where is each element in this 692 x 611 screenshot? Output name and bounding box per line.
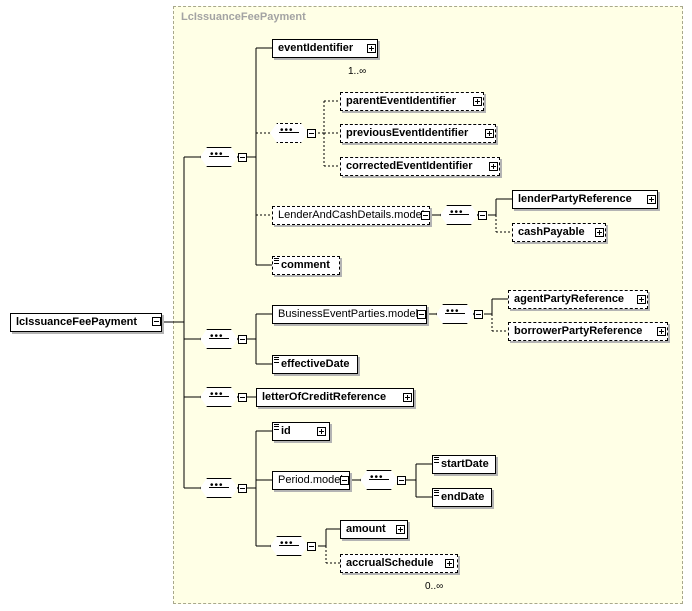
element-cashPayable[interactable]: cashPayable (512, 223, 606, 242)
element-label: parentEventIdentifier (346, 95, 457, 107)
element-label: cashPayable (518, 226, 585, 238)
group-label: BusinessEventParties.model (278, 308, 419, 320)
element-letterOfCreditReference[interactable]: letterOfCreditReference (256, 388, 414, 407)
expand-icon[interactable] (595, 228, 604, 237)
expand-icon[interactable] (317, 427, 326, 436)
group-label: LenderAndCashDetails.model (278, 209, 425, 221)
expand-icon[interactable] (489, 162, 498, 171)
element-label: endDate (441, 491, 485, 503)
type-title: LcIssuanceFeePayment (181, 11, 306, 23)
element-label: previousEventIdentifier (346, 127, 469, 139)
group-label: Period.model (278, 474, 343, 486)
element-id[interactable]: id (272, 422, 330, 441)
simple-type-icon (274, 424, 279, 430)
element-label: accrualSchedule (346, 557, 434, 569)
collapse-icon[interactable] (421, 211, 430, 220)
expand-icon[interactable] (473, 97, 482, 106)
element-label: eventIdentifier (278, 42, 354, 54)
group-BusinessEventParties[interactable]: BusinessEventParties.model (272, 305, 427, 324)
element-label: correctedEventIdentifier (346, 160, 473, 172)
sequence-4-collapse-icon[interactable] (238, 484, 247, 493)
element-lenderPartyReference[interactable]: lenderPartyReference (512, 190, 658, 209)
cardinality-label: 1..∞ (348, 66, 367, 77)
element-label: borrowerPartyReference (514, 325, 643, 337)
sequence-amount-collapse-icon[interactable] (307, 542, 316, 551)
expand-icon[interactable] (637, 295, 646, 304)
element-agentPartyReference[interactable]: agentPartyReference (508, 290, 648, 309)
element-label: id (281, 425, 291, 437)
sequence-optional-ids-collapse-icon[interactable] (307, 129, 316, 138)
element-label: agentPartyReference (514, 293, 625, 305)
collapse-icon[interactable] (152, 317, 161, 326)
element-label: lenderPartyReference (518, 193, 632, 205)
sequence-1-collapse-icon[interactable] (238, 153, 247, 162)
root-element[interactable]: lcIssuanceFeePayment (10, 313, 162, 332)
expand-icon[interactable] (445, 559, 454, 568)
cardinality-label: 0..∞ (425, 581, 444, 592)
element-amount[interactable]: amount (340, 520, 408, 539)
element-label: letterOfCreditReference (262, 391, 387, 403)
simple-type-icon (434, 490, 439, 496)
sequence-lender-collapse-icon[interactable] (478, 211, 487, 220)
simple-type-icon (434, 457, 439, 463)
simple-type-icon (274, 258, 279, 264)
element-label: comment (281, 259, 330, 271)
sequence-3-collapse-icon[interactable] (238, 393, 247, 402)
element-parentEventIdentifier[interactable]: parentEventIdentifier (340, 92, 484, 111)
element-eventIdentifier[interactable]: eventIdentifier (272, 39, 378, 58)
element-startDate[interactable]: startDate (432, 455, 496, 474)
element-borrowerPartyReference[interactable]: borrowerPartyReference (508, 322, 668, 341)
sequence-parties-collapse-icon[interactable] (474, 310, 483, 319)
expand-icon[interactable] (396, 525, 405, 534)
sequence-2-collapse-icon[interactable] (238, 335, 247, 344)
expand-icon[interactable] (647, 195, 656, 204)
element-label: amount (346, 523, 386, 535)
element-previousEventIdentifier[interactable]: previousEventIdentifier (340, 124, 496, 143)
sequence-period-collapse-icon[interactable] (397, 476, 406, 485)
expand-icon[interactable] (657, 327, 666, 336)
element-label: startDate (441, 458, 489, 470)
expand-icon[interactable] (367, 44, 376, 53)
collapse-icon[interactable] (340, 476, 349, 485)
group-LenderAndCashDetails[interactable]: LenderAndCashDetails.model (272, 206, 430, 225)
root-label: lcIssuanceFeePayment (16, 316, 138, 328)
simple-type-icon (274, 357, 279, 363)
element-correctedEventIdentifier[interactable]: correctedEventIdentifier (340, 157, 500, 176)
collapse-icon[interactable] (417, 310, 426, 319)
element-endDate[interactable]: endDate (432, 488, 492, 507)
group-Period[interactable]: Period.model (272, 471, 350, 490)
element-effectiveDate[interactable]: effectiveDate (272, 355, 358, 374)
expand-icon[interactable] (403, 393, 412, 402)
expand-icon[interactable] (485, 129, 494, 138)
element-comment[interactable]: comment (272, 256, 340, 275)
element-accrualSchedule[interactable]: accrualSchedule (340, 554, 458, 573)
element-label: effectiveDate (281, 358, 350, 370)
